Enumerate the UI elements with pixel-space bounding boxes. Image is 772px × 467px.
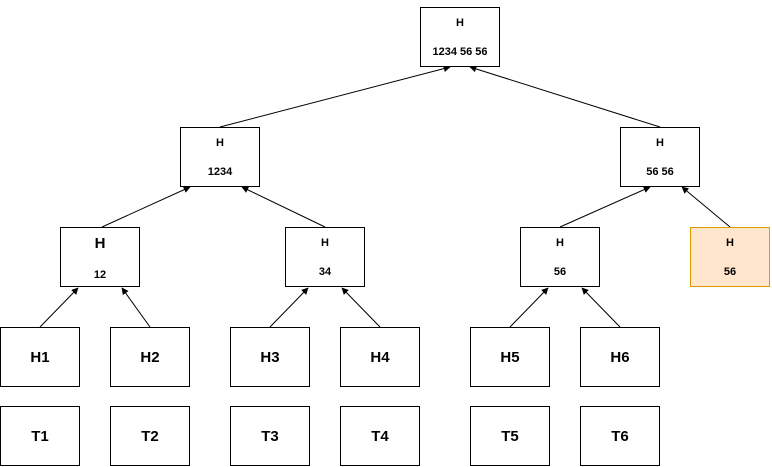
root-hash-node: H 1234 56 56: [420, 7, 500, 67]
edge-h5-to-h56: [509, 287, 549, 328]
hash-node-34-value: 34: [318, 266, 332, 278]
root-hash-label: H: [456, 17, 464, 29]
hash-node-1234: H 1234: [180, 127, 260, 187]
hash-node-1234-label: H: [216, 137, 224, 149]
hash-node-56-duplicate-value: 56: [723, 266, 737, 278]
root-hash-value: 1234 56 56: [432, 46, 488, 58]
hash-leaf-h6: H6: [580, 327, 660, 387]
edge-h12-to-h1234: [101, 186, 191, 228]
hash-leaf-h5: H5: [470, 327, 550, 387]
transaction-t2: T2: [110, 406, 190, 466]
hash-node-5656-label: H: [656, 137, 664, 149]
transaction-t5: T5: [470, 406, 550, 466]
hash-node-12-value: 12: [93, 269, 107, 281]
hash-leaf-h4: H4: [340, 327, 420, 387]
hash-node-12-label: H: [94, 235, 106, 252]
hash-node-34-label: H: [321, 237, 329, 249]
hash-node-56-label: H: [556, 237, 564, 249]
hash-node-5656: H 56 56: [620, 127, 700, 187]
hash-leaf-h1: H1: [0, 327, 80, 387]
hash-node-56-duplicate: H 56: [690, 227, 770, 287]
edge-h56-to-h5656: [559, 186, 651, 228]
hash-node-12: H 12: [60, 227, 140, 287]
edge-h2-to-h12: [121, 287, 151, 328]
hash-node-56: H 56: [520, 227, 600, 287]
hash-leaf-h2: H2: [110, 327, 190, 387]
hash-node-56-duplicate-label: H: [726, 237, 734, 249]
edge-h3-to-h34: [269, 287, 309, 328]
edge-h1-to-h12: [39, 287, 79, 328]
edge-h34-to-h1234: [241, 186, 326, 228]
transaction-t1: T1: [0, 406, 80, 466]
transaction-t6: T6: [580, 406, 660, 466]
transaction-t4: T4: [340, 406, 420, 466]
edge-h5656-to-root: [469, 65, 661, 128]
hash-node-56-value: 56: [553, 266, 567, 278]
edge-h6-to-h56: [581, 287, 621, 328]
hash-leaf-h3: H3: [230, 327, 310, 387]
edge-h1234-to-root: [219, 65, 451, 128]
hash-node-34: H 34: [285, 227, 365, 287]
hash-node-1234-value: 1234: [207, 166, 233, 178]
hash-node-5656-value: 56 56: [646, 166, 674, 178]
edge-h56dup-to-h5656: [681, 186, 731, 228]
transaction-t3: T3: [230, 406, 310, 466]
edge-h4-to-h34: [341, 287, 381, 328]
